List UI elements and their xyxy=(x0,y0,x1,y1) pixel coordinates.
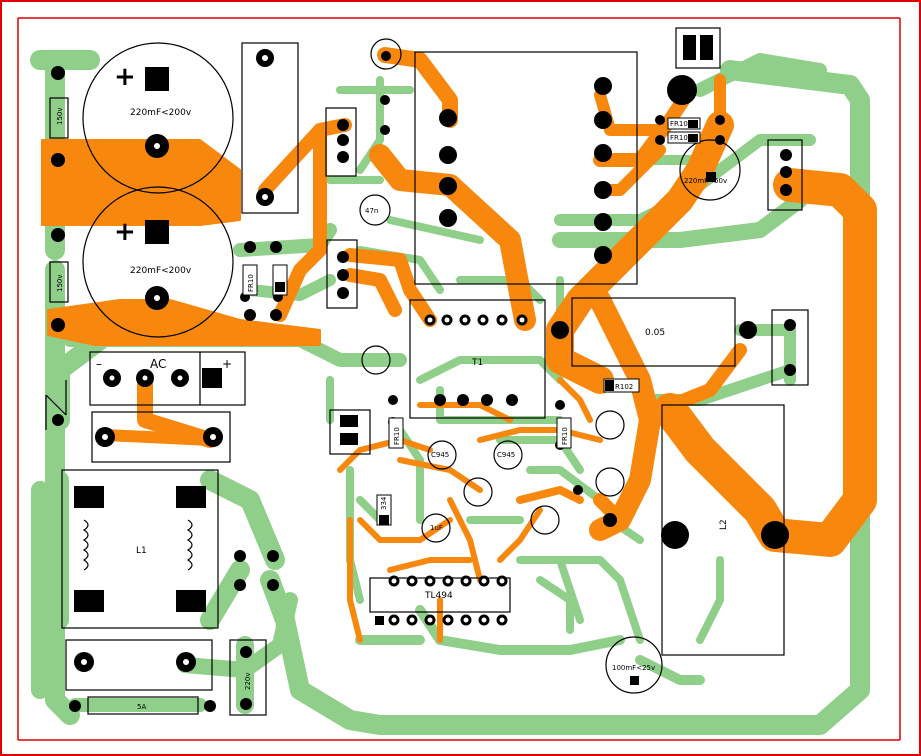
r334-label: 334 xyxy=(380,496,388,510)
cap-top-plus-label: + xyxy=(114,62,136,92)
fuse-label: 5A xyxy=(137,703,146,711)
res-150-top-label: 150v xyxy=(56,107,64,125)
fr10-mid2-label: FR10 xyxy=(561,427,569,445)
c945-a-label: C945 xyxy=(431,451,449,459)
fr10-mid-label: FR10 xyxy=(393,427,401,445)
pads xyxy=(51,35,796,712)
mains-label: 220v xyxy=(244,672,252,690)
cap-tr-label: 220mF<50v xyxy=(684,177,727,185)
component-outlines xyxy=(49,27,809,716)
cap-bottom-plus-label: + xyxy=(114,217,136,247)
silkscreen-labels: + + 220mF<200v 220mF<200v 150v 150v – AC… xyxy=(56,62,729,711)
ic-label: TL494 xyxy=(424,591,453,601)
cap-top-label: 220mF<200v xyxy=(130,108,192,118)
fr10-right-b-label: FR10 xyxy=(670,134,688,142)
res-150-bottom-label: 150v xyxy=(56,274,64,292)
fr10-left-label: FR10 xyxy=(247,274,255,292)
bridge-ac-label: AC xyxy=(150,357,166,371)
r102-label: R102 xyxy=(615,383,633,391)
cap-mid-label: 47n xyxy=(365,207,378,215)
shunt-label: 0.05 xyxy=(645,328,665,338)
c945-b-label: C945 xyxy=(497,451,515,459)
inductor-coils xyxy=(45,380,193,571)
inductor-l1-label: L1 xyxy=(136,546,147,556)
bridge-minus-label: – xyxy=(96,357,102,371)
cap-1u-label: 1uF xyxy=(430,524,443,532)
cap-out-label: 100mF<25v xyxy=(612,664,655,672)
cap-bottom-label: 220mF<200v xyxy=(130,266,192,276)
bridge-plus-label: + xyxy=(222,357,232,371)
inductor-l2-label: L2 xyxy=(719,519,729,530)
fr10-right-a-label: FR10 xyxy=(670,120,688,128)
transformer-label: T1 xyxy=(471,358,483,368)
